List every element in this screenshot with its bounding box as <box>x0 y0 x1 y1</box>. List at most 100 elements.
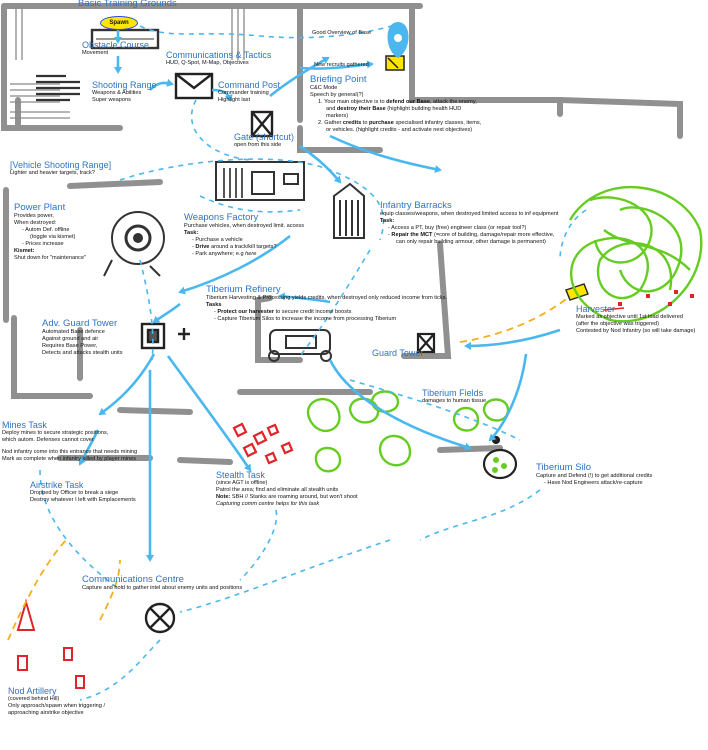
comm-centre-label: Communications Centre Capture and hold t… <box>82 574 242 592</box>
power-plant-bullet-1: - Autom Def. offline <box>22 227 70 233</box>
refinery-label: Tiberium Refinery Tiberium Harvesting & … <box>206 284 447 323</box>
silo-line-1: Capture and Defend (!) to get additional… <box>536 473 653 479</box>
adv-guard-line-2: Against ground and air <box>42 336 99 342</box>
airstrike-line-2: Destroy whatever I left with Emplacement… <box>30 497 136 503</box>
briefing-flag-icon <box>385 55 405 71</box>
command-post-label: Command Post Commander training Highligh… <box>218 80 280 104</box>
artillery-line-1: (covered behind Hill) <box>8 696 60 702</box>
barracks-task-label: Task: <box>380 218 395 224</box>
guard-tower-icon <box>416 332 436 354</box>
refinery-text: Tiberium Harvesting & Processing yields … <box>206 295 448 301</box>
solid-arrows <box>78 30 561 562</box>
briefing-item-1-cont: and destroy their Base (highlight buildi… <box>326 106 462 112</box>
command-post-line-2: Highlight last <box>218 97 251 103</box>
stealth-units <box>232 422 294 465</box>
adv-guard-tower-label: Adv. Guard Tower Automated Base defence … <box>42 318 123 357</box>
comms-tactics-title: Communications & Tactics <box>166 50 272 60</box>
briefing-item-1-cont2: markers) <box>326 113 349 119</box>
recruits-text: New recruits gathered <box>314 62 369 68</box>
mines-task-title: Mines Task <box>2 420 47 430</box>
mines-task-label: Mines Task Deploy mines to secure strate… <box>2 420 137 463</box>
vehicle-range-label: [Vehicle Shooting Range] Lighter and hea… <box>10 160 111 177</box>
mines-line-2: which autom. Defenses cannot cover <box>2 437 94 443</box>
stealth-line-1: (since AGT is offline) <box>216 480 268 486</box>
gate-title: Gate (shortcut) <box>234 132 295 142</box>
page-title: Basic Training Grounds <box>78 0 177 9</box>
refinery-task-label: Tasks <box>206 302 222 308</box>
artillery-line-3: approaching airstrike objective <box>8 710 84 716</box>
power-plant-icon <box>103 211 165 277</box>
adv-guard-line-1: Automated Base defence <box>42 329 105 335</box>
vehicle-range-text: Lighter and heavier targets, track? <box>10 170 95 176</box>
gate-label: Gate (shortcut) open from this side <box>234 132 294 149</box>
briefing-point-title: Briefing Point <box>310 74 367 85</box>
nod-artillery-icon <box>16 598 85 689</box>
stealth-task-label: Stealth Task (since AGT is offline) Patr… <box>216 470 358 508</box>
tiberium-silo-label: Tiberium Silo Capture and Defend (!) to … <box>536 462 652 487</box>
obstacle-course-label: Obstacle Course Movement <box>82 40 149 57</box>
tiberium-fields-text: damages to human tissue <box>422 398 487 404</box>
weapons-factory-title: Weapons Factory <box>184 212 259 223</box>
briefing-item-2: 2. Gather credits to purchase specialise… <box>318 120 482 126</box>
stealth-line-2: Patrol the area; find and eliminate all … <box>216 487 339 493</box>
airstrike-line-1: Dropped by Officer to break a siege <box>30 490 119 496</box>
gate-text: open from this side <box>234 142 282 148</box>
command-post-title: Command Post <box>218 80 281 90</box>
barracks-icon <box>333 182 365 239</box>
briefing-line-1: C&C Mode <box>310 85 338 91</box>
power-plant-line-2: When destroyed: <box>14 220 57 226</box>
airstrike-task-label: Airstrike Task Dropped by Officer to bre… <box>30 480 136 504</box>
dashed-routes <box>39 23 587 701</box>
comms-tactics-text: HUD, Q-Spot, M-Map, Objectives <box>166 60 249 66</box>
comms-tactics-envelope-icon <box>174 72 214 100</box>
barracks-bullet-2-cont: can only repair building armour, other d… <box>396 239 546 245</box>
obstacle-course-title: Obstacle Course <box>82 40 150 50</box>
vehicle-range-icon <box>215 161 305 201</box>
power-plant-kismet-label: Kismet: <box>14 248 35 254</box>
barracks-label: Infantry Barracks equip classes/weapons,… <box>380 200 558 246</box>
refinery-title: Tiberium Refinery <box>206 284 281 295</box>
nod-artillery-label: Nod Artillery (covered behind Hill) Only… <box>8 686 105 717</box>
obstacle-course-text: Movement <box>82 50 109 56</box>
power-plant-bullet-1b: (toggle via kismet) <box>30 234 76 240</box>
tiberium-fields <box>306 186 703 473</box>
comm-centre-text: Capture and hold to gather intel about e… <box>82 585 243 591</box>
shooting-range-title: Shooting Range <box>92 80 157 90</box>
overview-pin-icon <box>387 22 409 58</box>
stealth-italic-note: Capturing comm centre helps for this tas… <box>216 501 320 507</box>
red-arrows <box>603 307 625 311</box>
tiberium-fields-title: Tiberium Fields <box>422 388 484 398</box>
stealth-note: Note: SBH // Stanks are roaming around, … <box>216 494 358 500</box>
weapons-factory-text: Purchase vehicles, when destroyed limit.… <box>184 223 305 229</box>
refinery-icon <box>268 329 332 362</box>
comm-centre-title: Communications Centre <box>82 574 184 585</box>
shooting-range-icon <box>36 74 80 102</box>
weapons-factory-bullet-3: - Park anywhere; e.g here <box>192 251 257 257</box>
barracks-bullet-2: - Repair the MCT (=core of building, dam… <box>388 232 555 238</box>
stealth-task-title: Stealth Task <box>216 470 265 480</box>
vehicle-range-title: [Vehicle Shooting Range] <box>10 160 112 170</box>
mines-line-3: Nod infantry come into this entrance tha… <box>2 449 138 455</box>
briefing-item-1: 1. Your main objective is to defend our … <box>318 99 477 105</box>
weapons-factory-label: Weapons Factory Purchase vehicles, when … <box>184 212 304 258</box>
silo-bullet: - Have Nod Engineers attack/re-capture <box>544 480 643 486</box>
tiberium-silo-icon <box>482 435 518 480</box>
power-plant-title: Power Plant <box>14 202 66 213</box>
power-plant-kismet-text: Shut down for "maintenance" <box>14 255 87 261</box>
barracks-title: Infantry Barracks <box>380 200 452 211</box>
artillery-line-2: Only approach/spawn when triggering / <box>8 703 106 709</box>
nod-artillery-title: Nod Artillery <box>8 686 57 696</box>
harvester-line-3: Contested by Nod Infantry (so will take … <box>576 328 696 334</box>
weapons-factory-bullet-2: - Drive around a track/kill targets? <box>192 244 277 250</box>
adv-guard-tower-icon <box>140 322 190 350</box>
obstacle-course-icon <box>90 28 160 50</box>
mines-line-4: Mark as complete when infantry killed by… <box>2 456 136 462</box>
weapons-factory-task-label: Task: <box>184 230 199 236</box>
orange-dashed-routes <box>7 295 571 641</box>
power-plant-label: Power Plant Provides power, When destroy… <box>14 202 86 262</box>
adv-guard-line-3: Requires Base Power, <box>42 343 98 349</box>
nod-infantry <box>618 290 694 306</box>
harvester-title: Harvester <box>576 304 616 314</box>
harvester-line-1: Marked as objective until 1st load deliv… <box>576 314 683 320</box>
